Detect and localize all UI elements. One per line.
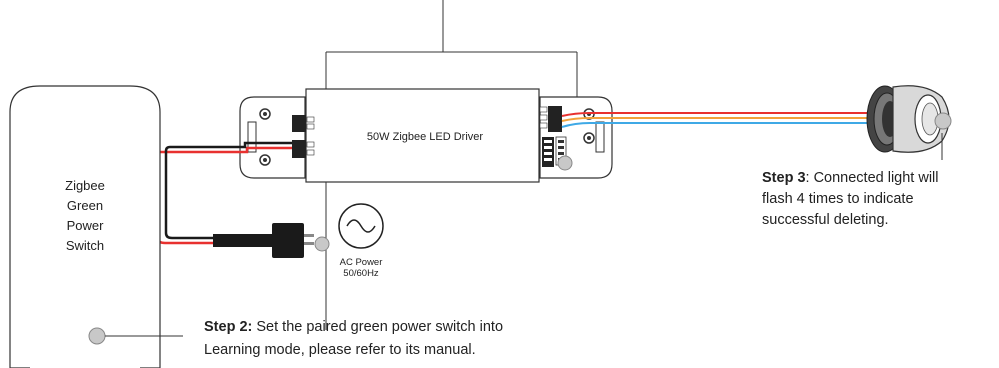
step2-line1-rest: Set the paired green power switch into [252, 319, 503, 335]
ac-power-symbol [338, 203, 384, 249]
light-indicator-dot [934, 112, 952, 130]
plug-indicator-dot [314, 236, 330, 252]
switch-label-line1: Zigbee [65, 178, 105, 193]
switch-label-line2: Green [67, 198, 103, 213]
step2-text-line1: Step 2: Set the paired green power switc… [204, 319, 503, 335]
step3-text-line1: Step 3: Connected light will [762, 170, 939, 186]
step3-text-line3: successful deleting. [762, 212, 889, 228]
switch-label-line3: Power [67, 218, 105, 233]
step3-prefix: Step 3 [762, 170, 806, 186]
driver-indicator-dot [557, 155, 573, 171]
step2-prefix: Step 2: [204, 319, 252, 335]
ac-power-label: AC Power [340, 257, 383, 268]
step3-text-line2: flash 4 times to indicate [762, 191, 914, 207]
driver-label: 50W Zigbee LED Driver [367, 131, 483, 143]
switch-label-line4: Switch [66, 238, 104, 253]
step2-text-line2: Learning mode, please refer to its manua… [204, 342, 476, 358]
power-plug [272, 223, 314, 258]
power-cord-jacket [213, 234, 278, 247]
led-driver [239, 88, 613, 183]
switch-indicator-dot [88, 327, 106, 345]
output-wires [561, 112, 880, 128]
step3-line1-rest: : Connected light will [806, 170, 939, 186]
ac-power-frequency: 50/60Hz [343, 268, 379, 279]
zigbee-switch-body [9, 85, 161, 368]
light-fixture [866, 85, 950, 160]
